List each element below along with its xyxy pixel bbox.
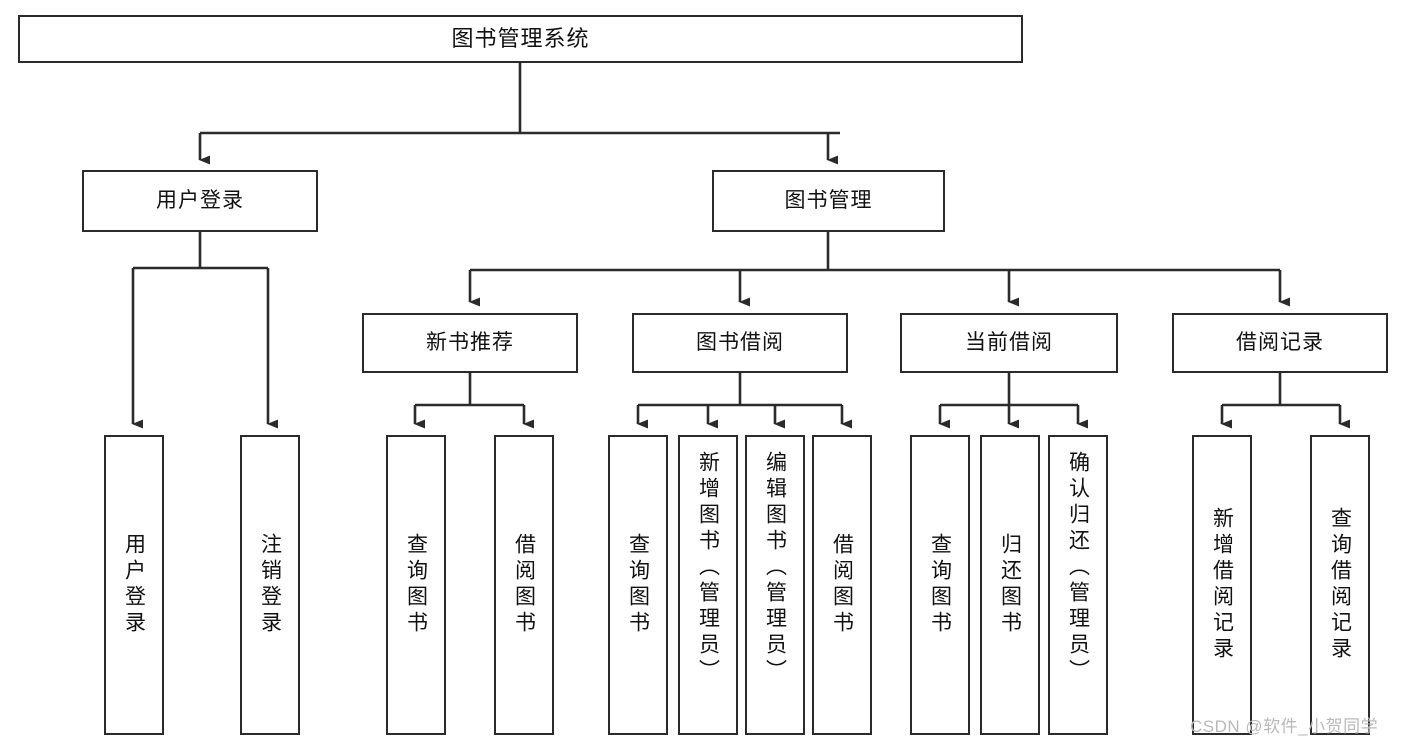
leaf-query-book-current[interactable]: 查询图书 bbox=[910, 435, 970, 735]
leaf-query-borrow-record[interactable]: 查询借阅记录 bbox=[1310, 435, 1370, 735]
node-borrow-record[interactable]: 借阅记录 bbox=[1172, 313, 1388, 373]
node-label: 借阅记录 bbox=[1236, 330, 1324, 354]
node-label: 图书管理 bbox=[784, 188, 873, 212]
node-label: 查询图书 bbox=[626, 533, 650, 637]
leaf-confirm-return-admin[interactable]: 确认归还（管理员） bbox=[1048, 435, 1108, 735]
leaf-borrow-book-recommend[interactable]: 借阅图书 bbox=[494, 435, 554, 735]
node-label: 当前借阅 bbox=[965, 330, 1053, 354]
node-label: 用户登录 bbox=[122, 533, 146, 637]
node-root-system[interactable]: 图书管理系统 bbox=[18, 15, 1023, 63]
leaf-return-book[interactable]: 归还图书 bbox=[980, 435, 1040, 735]
leaf-user-logout[interactable]: 注销登录 bbox=[240, 435, 300, 735]
csdn-watermark: CSDN @软件_小贺同学 bbox=[1190, 717, 1379, 736]
node-user-login[interactable]: 用户登录 bbox=[82, 170, 318, 232]
node-book-management[interactable]: 图书管理 bbox=[712, 170, 945, 232]
leaf-add-borrow-record[interactable]: 新增借阅记录 bbox=[1192, 435, 1252, 735]
leaf-add-book-admin[interactable]: 新增图书（管理员） bbox=[678, 435, 738, 735]
node-label: 新增图书（管理员） bbox=[696, 451, 720, 685]
node-label: 借阅图书 bbox=[830, 533, 854, 637]
node-book-borrow[interactable]: 图书借阅 bbox=[632, 313, 848, 373]
node-label: 图书借阅 bbox=[696, 330, 784, 354]
leaf-edit-book-admin[interactable]: 编辑图书（管理员） bbox=[745, 435, 805, 735]
node-label: 图书管理系统 bbox=[451, 26, 590, 52]
node-label: 查询图书 bbox=[404, 533, 428, 637]
leaf-borrow-book[interactable]: 借阅图书 bbox=[812, 435, 872, 735]
node-label: 用户登录 bbox=[156, 188, 244, 212]
node-label: 编辑图书（管理员） bbox=[763, 451, 787, 685]
node-new-book-recommend[interactable]: 新书推荐 bbox=[362, 313, 578, 373]
node-label: 查询图书 bbox=[928, 533, 952, 637]
node-label: 归还图书 bbox=[998, 533, 1022, 637]
node-label: 确认归还（管理员） bbox=[1066, 451, 1090, 685]
node-label: 借阅图书 bbox=[512, 533, 536, 637]
node-label: 新书推荐 bbox=[426, 330, 514, 354]
node-label: 新增借阅记录 bbox=[1210, 507, 1234, 663]
node-label: 查询借阅记录 bbox=[1328, 507, 1352, 663]
node-label: 注销登录 bbox=[258, 533, 282, 637]
node-current-borrow[interactable]: 当前借阅 bbox=[900, 313, 1118, 373]
leaf-user-login[interactable]: 用户登录 bbox=[104, 435, 164, 735]
leaf-query-book-borrow[interactable]: 查询图书 bbox=[608, 435, 668, 735]
leaf-query-book-recommend[interactable]: 查询图书 bbox=[386, 435, 446, 735]
